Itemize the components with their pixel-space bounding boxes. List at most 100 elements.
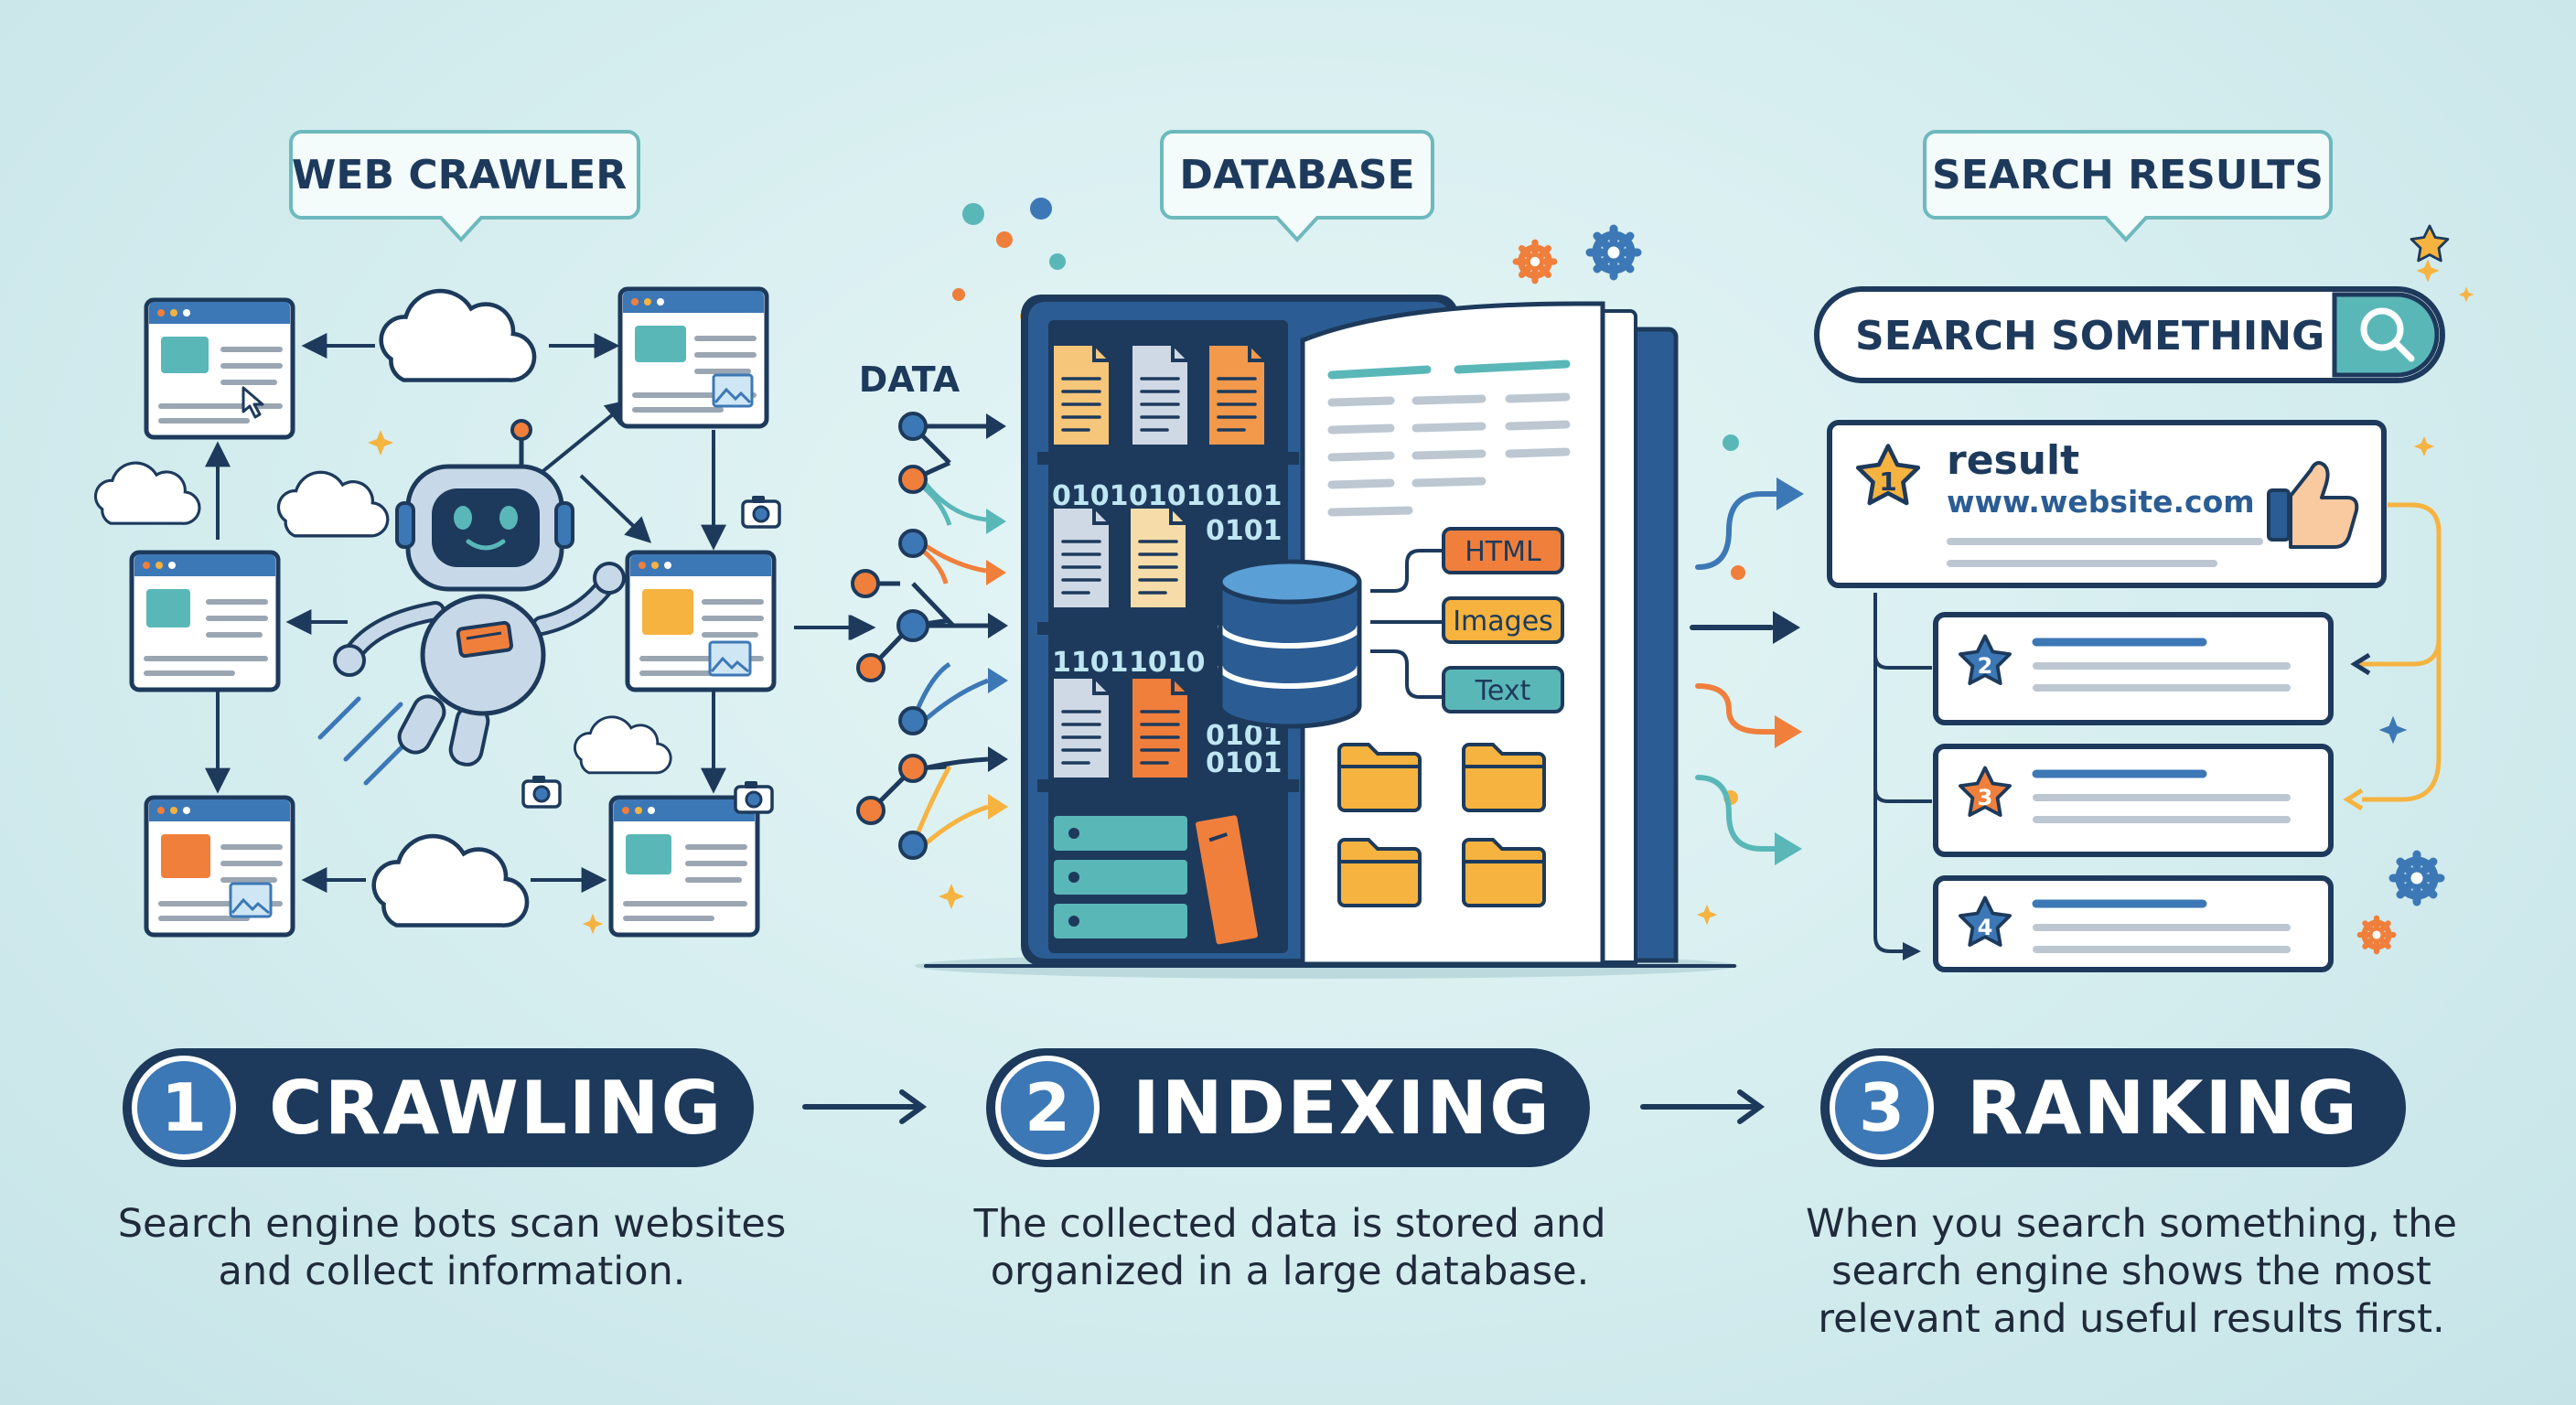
binary-text: 1101 <box>1052 647 1129 679</box>
cloud-icon <box>93 461 201 525</box>
camera-icon <box>521 774 562 809</box>
camera-icon <box>741 494 781 529</box>
thumbs-up-icon <box>2267 461 2359 549</box>
tag-images: Images <box>1442 596 1564 644</box>
database-icon <box>1218 559 1362 729</box>
svg-text:3: 3 <box>1978 785 1993 810</box>
crawling-section <box>93 289 876 935</box>
star-icon <box>2410 224 2450 263</box>
gear-icon <box>1590 229 1637 276</box>
gear-icon <box>2393 854 2441 902</box>
crawled-page-1 <box>146 300 293 437</box>
search-bar[interactable]: SEARCH SOMETHING <box>1814 286 2445 383</box>
stage-title: INDEXING <box>1132 1065 1551 1151</box>
data-label: DATA <box>859 359 961 400</box>
callout-search-results-text: SEARCH RESULTS <box>1932 152 2324 198</box>
sparkle-icon <box>2378 715 2408 745</box>
folder-icon <box>1462 838 1546 907</box>
stage-ranking: 3 RANKING <box>1820 1048 2406 1167</box>
document-icon <box>1129 342 1191 448</box>
callout-search-results: SEARCH RESULTS <box>1923 130 2333 242</box>
svg-text:4: 4 <box>1978 915 1993 940</box>
index-table-rows <box>1327 359 1571 517</box>
folder-icon <box>1337 743 1422 812</box>
rank-reorder-arrows <box>2360 502 2442 802</box>
image-icon <box>712 373 754 408</box>
search-icon[interactable] <box>2360 307 2415 362</box>
image-icon <box>229 882 273 918</box>
tag-text: Text <box>1442 666 1564 713</box>
binary-text: 0101 <box>1206 747 1283 779</box>
stage-crawling-description: Search engine bots scan websites and col… <box>117 1201 787 1294</box>
rank-tree-connectors <box>1873 593 1932 960</box>
flow-in-arrows <box>1690 491 1785 852</box>
flow-in-arrowheads <box>1773 477 1804 865</box>
data-nodes <box>851 412 929 860</box>
stage-crawling: 1 CRAWLING <box>123 1048 754 1167</box>
tag-html: HTML <box>1442 527 1564 574</box>
crawled-page-6 <box>611 798 757 935</box>
crawled-page-2 <box>620 289 767 426</box>
cursor-icon <box>242 386 264 419</box>
crawled-page-4 <box>628 552 774 690</box>
ranking-section: SEARCH SOMETHING <box>1690 224 2474 972</box>
stage-title: CRAWLING <box>269 1065 724 1151</box>
cloud-icon <box>381 291 534 381</box>
result-card-2[interactable]: 2 <box>1933 612 2334 725</box>
image-icon <box>708 640 752 677</box>
binary-text: 0101 <box>1206 515 1283 547</box>
svg-text:2: 2 <box>1978 653 1993 679</box>
binary-text: 0101 <box>1129 480 1206 512</box>
stage-title: RANKING <box>1967 1065 2359 1151</box>
stage-number: 1 <box>132 1056 236 1160</box>
crawled-page-5 <box>146 798 293 935</box>
folder-icon <box>1337 838 1422 907</box>
document-icon <box>1206 342 1268 448</box>
result-card-3[interactable]: 3 <box>1933 744 2334 857</box>
svg-text:1: 1 <box>1879 467 1896 497</box>
result-title[interactable]: result <box>1947 437 2079 484</box>
binary-text: 1010 <box>1129 647 1206 679</box>
callout-web-crawler-text: WEB CRAWLER <box>292 152 627 198</box>
cloud-icon <box>573 715 672 775</box>
tag-images-text: Images <box>1453 606 1553 638</box>
document-icon <box>1050 675 1112 781</box>
data-arrowheads <box>986 413 1008 820</box>
rank-star-4: 4 <box>1959 896 2012 947</box>
document-icon <box>1129 675 1191 781</box>
callout-database: DATABASE <box>1160 130 1434 242</box>
search-input[interactable]: SEARCH SOMETHING <box>1855 313 2324 359</box>
callout-database-text: DATABASE <box>1179 152 1414 198</box>
stage-indexing: 2 INDEXING <box>986 1048 1590 1167</box>
stage-number: 2 <box>995 1056 1100 1160</box>
binary-text: 0101 <box>1052 480 1129 512</box>
rank-star-3: 3 <box>1959 766 2012 817</box>
document-icon <box>1127 505 1189 611</box>
callout-web-crawler: WEB CRAWLER <box>289 130 640 242</box>
gear-icon <box>1516 242 1554 281</box>
folder-icon <box>1462 743 1546 812</box>
stage-number: 3 <box>1830 1056 1934 1160</box>
book-icon <box>1192 811 1261 949</box>
tag-connectors <box>1370 549 1442 699</box>
result-card-4[interactable]: 4 <box>1933 875 2334 972</box>
server-rack-units <box>1050 812 1206 942</box>
binary-text: 0101 <box>1206 480 1283 512</box>
result-url[interactable]: www.website.com <box>1947 484 2255 520</box>
tag-html-text: HTML <box>1465 536 1541 568</box>
rank-star-2: 2 <box>1959 634 2012 685</box>
camera-icon <box>734 779 774 814</box>
crawler-robot <box>317 419 626 786</box>
indexing-section: DATA <box>851 198 1745 979</box>
result-card-1[interactable]: 1 result www.website.com <box>1827 420 2387 588</box>
gear-icon <box>2360 918 2393 951</box>
document-icon <box>1050 505 1112 611</box>
data-node-tree <box>867 424 989 847</box>
cloud-icon <box>276 470 390 538</box>
rank-star-1: 1 <box>1858 446 1918 503</box>
crawled-page-3 <box>132 552 278 690</box>
document-icon <box>1050 342 1112 448</box>
tag-text-text: Text <box>1475 675 1531 707</box>
stage-arrows <box>802 1089 1766 1124</box>
